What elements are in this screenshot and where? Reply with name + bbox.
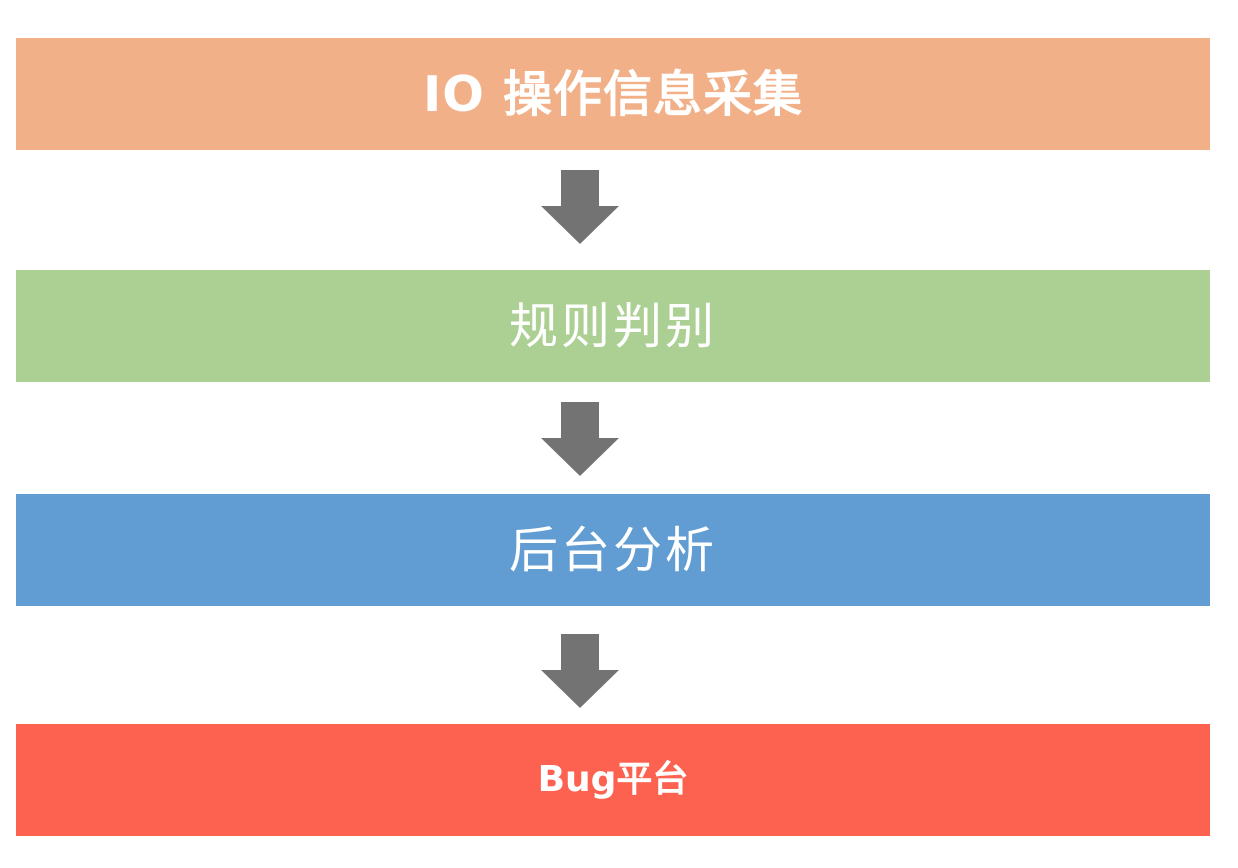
down-arrow-icon bbox=[541, 170, 619, 244]
down-arrow-icon bbox=[541, 402, 619, 476]
stage-backend-analysis-label: 后台分析 bbox=[508, 521, 717, 579]
down-arrow-icon bbox=[541, 634, 619, 708]
stage-backend-analysis: 后台分析 bbox=[16, 494, 1210, 606]
stage-rule-judgment-label: 规则判别 bbox=[508, 297, 717, 355]
stage-bug-platform: Bug平台 bbox=[16, 724, 1210, 836]
stage-io-collection-label: IO 操作信息采集 bbox=[423, 65, 803, 123]
stage-bug-platform-label: Bug平台 bbox=[537, 759, 689, 800]
stage-io-collection: IO 操作信息采集 bbox=[16, 38, 1210, 150]
stage-rule-judgment: 规则判别 bbox=[16, 270, 1210, 382]
